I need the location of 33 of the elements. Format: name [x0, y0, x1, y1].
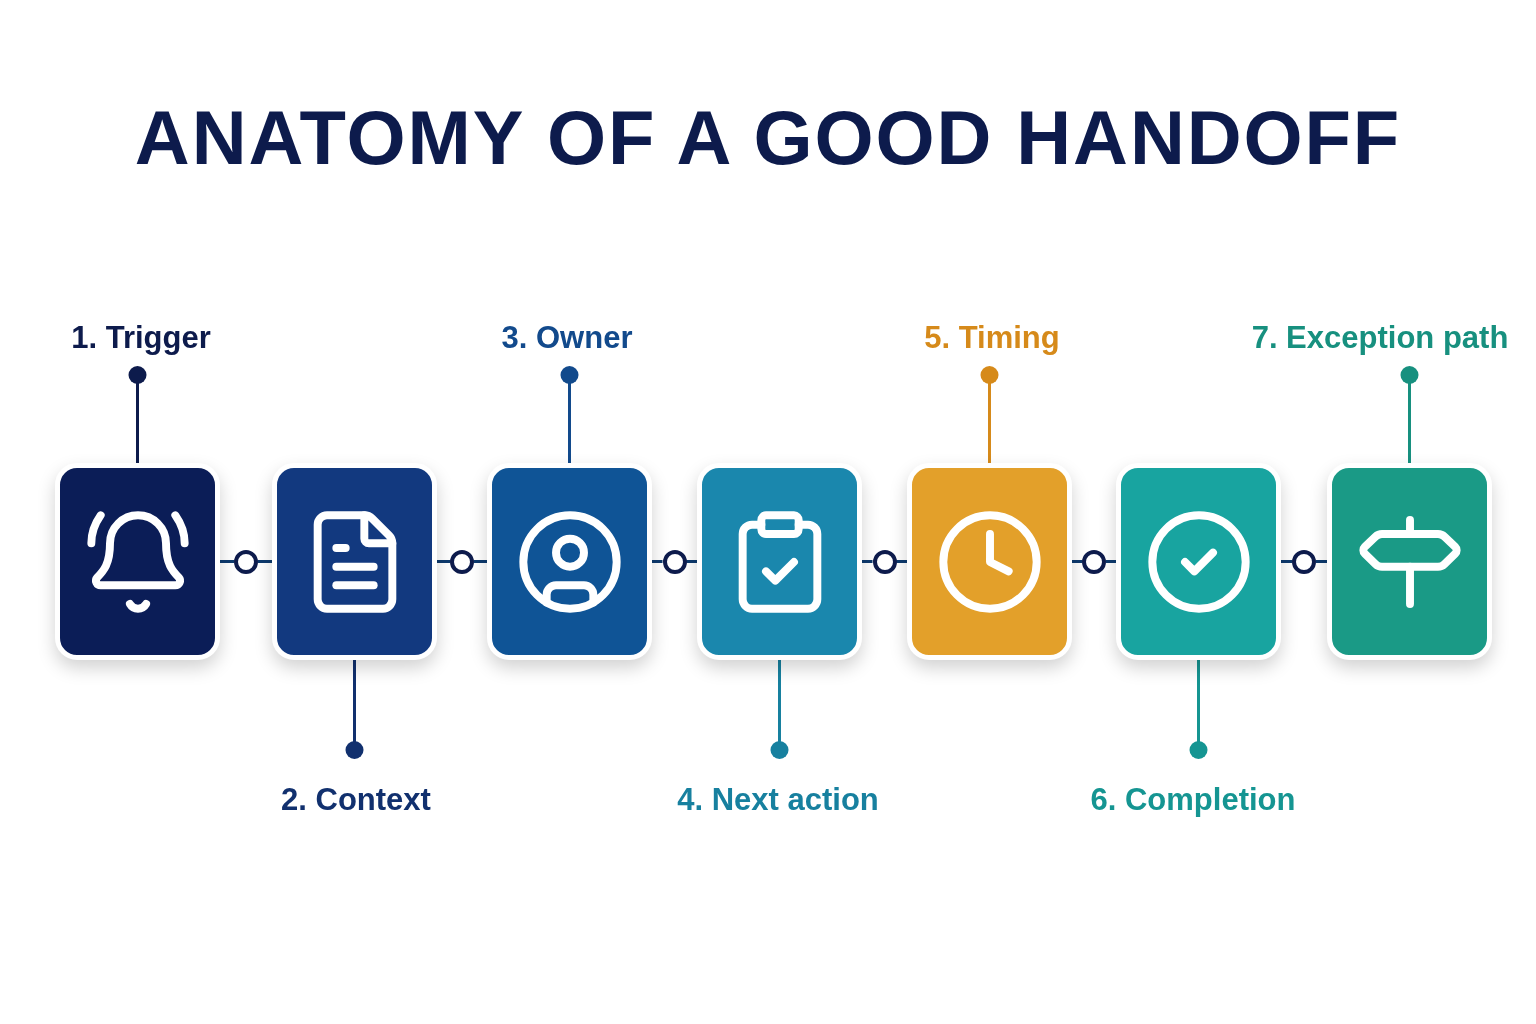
connector-line — [652, 560, 663, 563]
connector-ring — [662, 549, 687, 574]
connector-line — [258, 560, 272, 563]
step-label: 4. Next action — [677, 784, 879, 815]
connector-line — [1106, 560, 1116, 563]
connector-ring — [450, 549, 474, 574]
step-label: 5. Timing — [924, 322, 1060, 353]
connector-ring — [234, 549, 258, 574]
leader-line — [1400, 366, 1419, 463]
connector-line — [1316, 560, 1327, 563]
step-label: 6. Completion — [1090, 784, 1296, 815]
connector-ring — [872, 549, 897, 574]
leader-line — [560, 366, 579, 463]
leader-line — [980, 366, 999, 463]
step-label: 3. Owner — [501, 322, 633, 353]
connector-line — [686, 560, 697, 563]
connector-line — [437, 560, 450, 563]
connector-line — [220, 560, 234, 563]
leader-line — [770, 660, 789, 759]
step-label: 2. Context — [281, 784, 431, 815]
connector-line — [1281, 560, 1292, 563]
connector-ring — [1292, 549, 1316, 574]
connector-ring — [1082, 549, 1106, 574]
connector-line — [862, 560, 873, 563]
title: ANATOMY OF A GOOD HANDOFF — [133, 100, 1403, 176]
leader-line — [345, 660, 364, 759]
connector-line — [896, 560, 907, 563]
connector-line — [474, 560, 487, 563]
step-label: 7. Exception path — [1251, 322, 1509, 353]
leader-line — [1189, 660, 1208, 759]
leader-line — [128, 366, 147, 463]
step-label: 1. Trigger — [71, 322, 211, 353]
connector-line — [1072, 560, 1082, 563]
